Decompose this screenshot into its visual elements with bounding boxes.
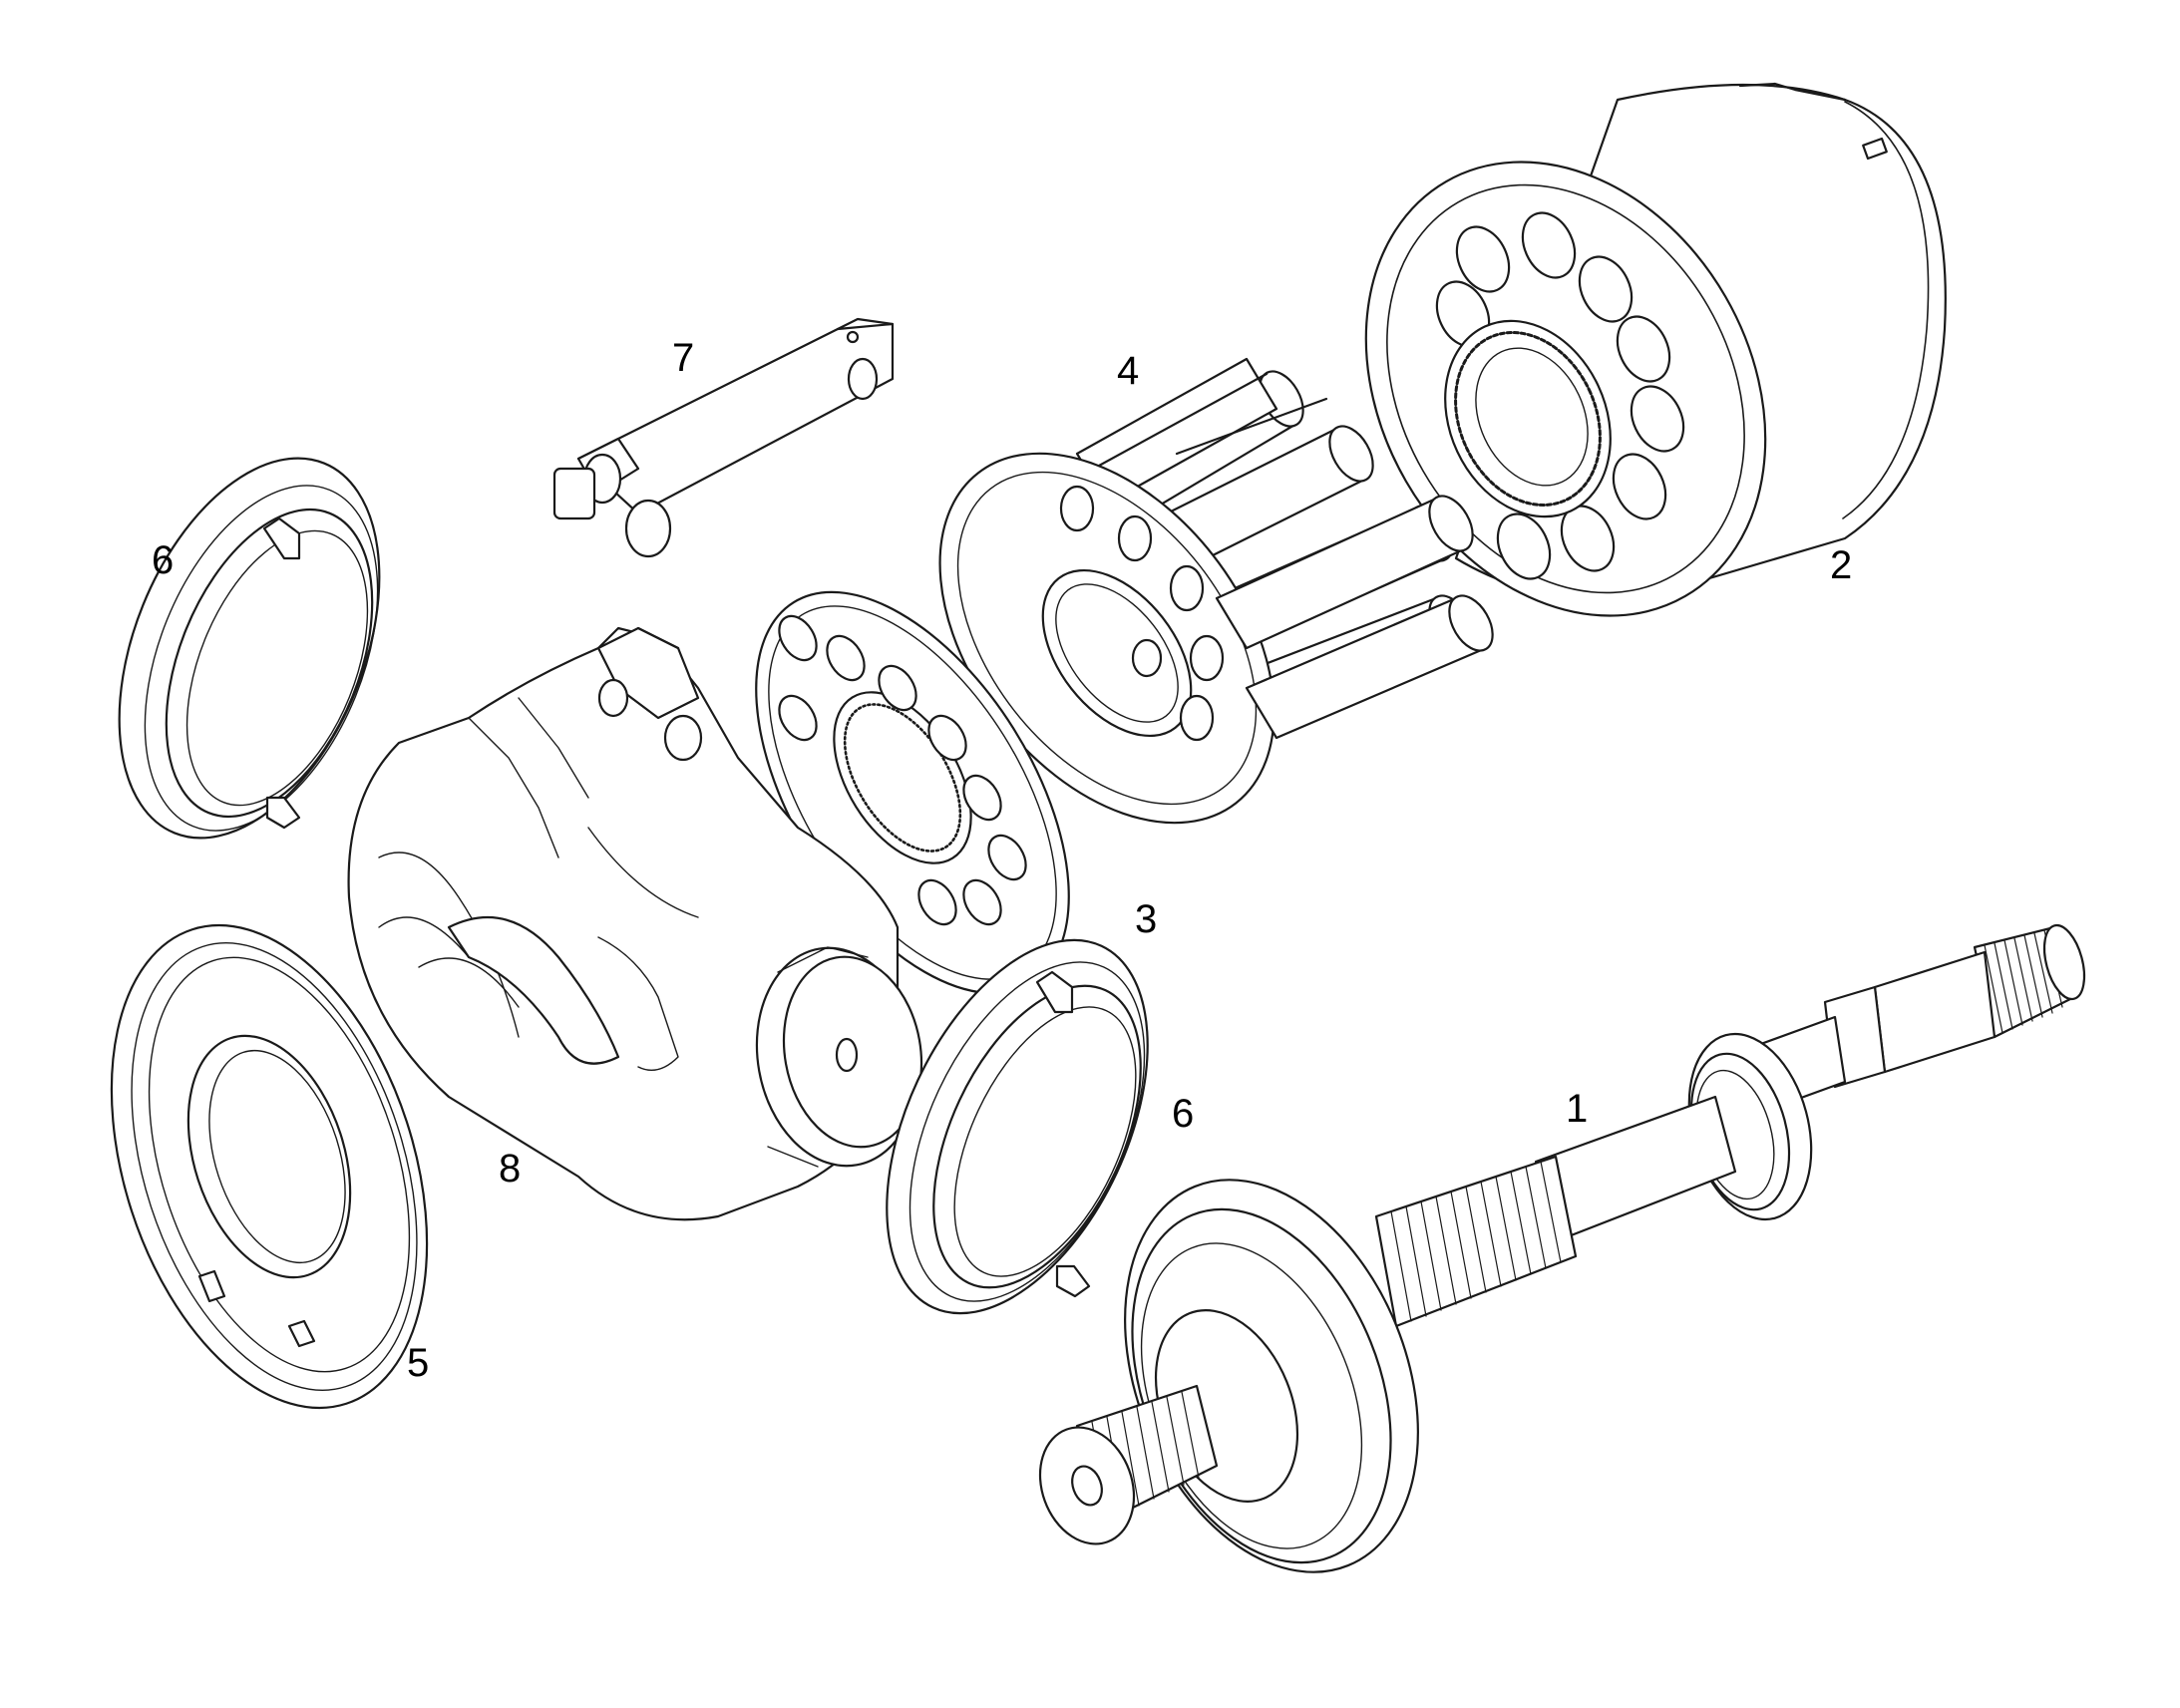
- callout-8: 8: [499, 1147, 521, 1191]
- part-6-bearing-upper: [68, 420, 430, 875]
- part-6-bearing-lower: [834, 899, 1201, 1353]
- part-2-cylinder-block: [1286, 84, 1946, 688]
- callout-6-lower: 6: [1172, 1092, 1194, 1136]
- part-4-piston-assembly: [872, 359, 1501, 886]
- callout-5: 5: [407, 1341, 429, 1385]
- callout-2: 2: [1830, 543, 1852, 587]
- callout-labels: 1 2 3 4 5 6 6 7 8: [152, 336, 1852, 1385]
- part-8-swashplate: [349, 628, 936, 1219]
- callout-4: 4: [1117, 349, 1139, 393]
- callout-1: 1: [1566, 1087, 1588, 1131]
- callout-3: 3: [1135, 897, 1157, 941]
- callout-7: 7: [672, 336, 694, 380]
- part-5-seal: [55, 884, 484, 1448]
- cylinder-bores: [1427, 204, 1693, 587]
- part-3-valve-plate: [692, 539, 1133, 1047]
- callout-6-upper: 6: [152, 538, 174, 582]
- part-7-pin: [554, 319, 893, 556]
- part-1-drive-shaft: [1024, 921, 2091, 1616]
